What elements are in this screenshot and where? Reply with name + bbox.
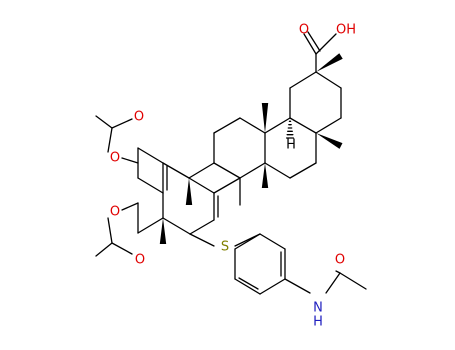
amide-nitrogen-label: N [313,301,323,316]
ring-junction-hydrogen-label: H [286,138,296,153]
methyl-wedge-ring-b [185,178,193,205]
bond-ring-d-1 [264,117,291,134]
bond-ring-e-5 [289,117,317,134]
bond-amide-methyl [339,272,367,290]
bond-ring-d-3 [264,162,291,179]
bond-acetate-upper-o [121,157,139,164]
bond-carboxyl-c-o-double-b [307,31,321,52]
bond-acetate-upper-methyl [95,115,113,129]
bond-aryl-4 [234,278,261,295]
bond-ring-b-7 [188,177,215,194]
thioether-sulfur-label: S [221,240,229,255]
bond-ring-c-3 [213,162,241,179]
bond-ring-b-4 [189,219,215,235]
bond-ring-e-4 [315,117,342,134]
bond-aryl-1 [259,233,286,250]
methyl-wedge-ring-e [316,133,343,149]
bond-aryl-3 [259,278,286,295]
bond-sulfur-left [189,233,215,247]
bond-ring-a-6 [137,217,164,234]
bond-amide-n [284,278,311,294]
methyl-wedge-ring-d [261,103,269,133]
bond-carboxyl-c-o-double-a [303,33,317,55]
bond-ring-c-1 [213,117,241,134]
methyl-wedge-carboxyl-carbon [316,53,343,72]
bond-acetate-lower-o [121,202,139,211]
bond-acetate-lower-c [107,217,113,244]
acetate-carbonyl-upper-label: O [134,110,144,125]
amide-carbonyl-label: O [335,253,345,268]
amide-hydrogen-label: H [313,315,323,330]
bond-ring-e-2 [315,71,342,89]
atom-label-layer: O OH O O O O S O N H H [110,23,356,330]
bond-ring-b-5 [162,217,191,235]
bond-ring-c-top [239,117,266,134]
bond-acetate-upper-c-o-a [111,118,133,129]
bond-acetate-lower-methyl [95,242,113,257]
bond-carboxyl-c-oh [315,33,337,55]
carboxyl-oxygen-label: O [299,23,309,38]
bond-acetate-lower-c-o-a [111,242,133,255]
bond-ring-d-4 [289,162,317,179]
bond-ring-e-1 [289,71,317,89]
bond-aryl-6 [234,233,261,250]
bond-ring-b-6 [188,162,215,179]
acetate-carbonyl-lower-label: O [135,253,145,268]
bond-ring-a-4 [137,177,164,194]
methyl-wedge-aromatic [159,218,167,244]
bond-ring-a-2 [137,147,164,164]
bond-layer [95,31,367,295]
bond-ring-c-4 [239,162,266,179]
bond-aryl-double-2 [238,277,259,290]
bond-acetate-upper-c [107,127,113,153]
acetate-ether-upper-label: O [110,151,120,166]
bond-amide-c [325,272,341,294]
acetate-ether-lower-label: O [110,205,120,220]
bond-ring-b-2 [213,177,241,194]
carboxyl-hydroxyl-label: OH [336,23,356,38]
methyl-wedge-ring-c [261,163,269,188]
bond-amide-c-o [335,270,341,274]
